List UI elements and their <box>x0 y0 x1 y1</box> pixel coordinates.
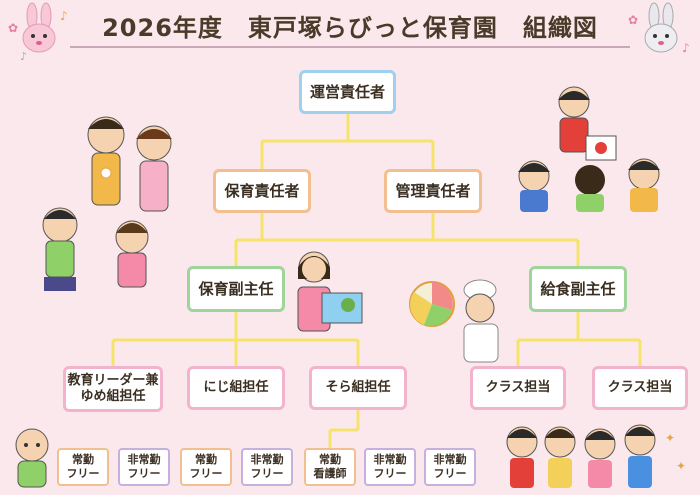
staff-box-parttime-free-1: 非常勤 フリー <box>118 448 170 486</box>
staff-line1: 非常勤 <box>250 453 284 467</box>
staff-box-fulltime-nurse: 常勤 看護師 <box>304 448 356 486</box>
rabbit-right-icon: ✿ ♪ <box>628 2 690 55</box>
class-staff-box-1: クラス担当 <box>470 366 566 410</box>
staff-line1: 非常勤 <box>433 453 467 467</box>
childcare-deputy-chief-box: 保育副主任 <box>187 266 285 312</box>
staff-box-fulltime-free-1: 常勤 フリー <box>57 448 109 486</box>
node-label: クラス担当 <box>607 379 673 395</box>
education-leader-box: 教育リーダー兼 ゆめ組担任 <box>63 366 163 412</box>
staff-line1: 非常勤 <box>373 453 407 467</box>
node-label-line1: 教育リーダー兼 <box>67 372 159 388</box>
staff-line2: 看護師 <box>313 467 347 480</box>
node-label: 管理責任者 <box>395 181 471 200</box>
flower-icon: ✿ <box>8 21 18 35</box>
cook-illustration <box>409 279 499 363</box>
children-eating-illustration: ✦ ✦ <box>506 424 686 488</box>
staff-line2: フリー <box>189 467 223 480</box>
node-label: クラス担当 <box>485 379 551 395</box>
operations-manager-box: 運営責任者 <box>299 70 396 114</box>
family-illustration <box>42 116 172 291</box>
baby-illustration <box>15 428 49 488</box>
administration-manager-box: 管理責任者 <box>384 169 482 213</box>
svg-text:✦: ✦ <box>676 459 686 473</box>
sora-class-teacher-box: そら組担任 <box>309 366 407 410</box>
staff-line2: フリー <box>433 467 467 480</box>
staff-box-parttime-free-2: 非常勤 フリー <box>241 448 293 486</box>
teacher-picture-book-illustration <box>297 251 363 332</box>
music-note-icon: ♪ <box>60 9 68 23</box>
teacher-reading-illustration <box>518 86 660 212</box>
staff-box-parttime-free-3: 非常勤 フリー <box>364 448 416 486</box>
page-title: 2026年度 東戸塚らびっと保育園 組織図 <box>102 14 598 42</box>
staff-line1: 常勤 <box>195 453 217 467</box>
svg-text:✦: ✦ <box>665 431 675 445</box>
staff-line2: フリー <box>373 467 407 480</box>
staff-line1: 常勤 <box>72 453 94 467</box>
node-label: 保育責任者 <box>224 181 300 200</box>
staff-line2: フリー <box>127 467 161 480</box>
niji-class-teacher-box: にじ組担任 <box>187 366 285 410</box>
staff-line1: 非常勤 <box>127 453 161 467</box>
title-underline <box>70 46 630 48</box>
rabbit-left-icon: ♪ ✿ ♪ <box>8 2 68 62</box>
svg-text:♪: ♪ <box>20 50 27 62</box>
node-label: 運営責任者 <box>309 82 385 101</box>
svg-text:♪: ♪ <box>682 41 690 55</box>
staff-line2: フリー <box>66 467 100 480</box>
class-staff-box-2: クラス担当 <box>592 366 688 410</box>
meal-deputy-chief-box: 給食副主任 <box>529 266 627 312</box>
staff-line2: フリー <box>250 467 284 480</box>
node-label: そら組担任 <box>325 379 391 395</box>
node-label: にじ組担任 <box>203 379 269 395</box>
childcare-manager-box: 保育責任者 <box>213 169 311 213</box>
svg-text:✿: ✿ <box>628 13 638 27</box>
node-label: 給食副主任 <box>540 279 616 298</box>
node-label-line2: ゆめ組担任 <box>80 389 146 404</box>
staff-box-parttime-free-4: 非常勤 フリー <box>424 448 476 486</box>
staff-line1: 常勤 <box>319 453 341 467</box>
node-label: 保育副主任 <box>198 279 274 298</box>
staff-box-fulltime-free-2: 常勤 フリー <box>180 448 232 486</box>
